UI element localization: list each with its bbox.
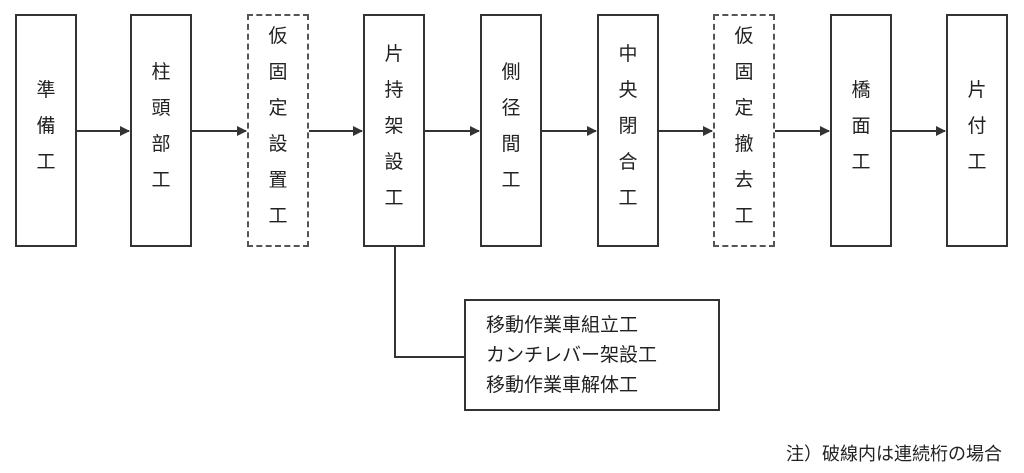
step-cleanup: 片付工片付工 [946, 14, 1008, 247]
step-label-char: 工 [967, 150, 987, 173]
step-label-char: 片 [384, 42, 404, 65]
step-label-char: 部 [151, 132, 171, 155]
step-cantilever-erection: 片持架設工片持架設工 [363, 14, 425, 247]
substep-cantilever-erection: カンチレバー架設工 [486, 344, 658, 366]
step-label-char: 工 [384, 186, 404, 209]
step-temporary-fix-install: 仮固定設置工仮固定設置工 [247, 14, 309, 247]
step-label-full: 橋面工 [832, 16, 833, 17]
step-label-char: 置 [268, 168, 288, 191]
step-label-char: 橋 [851, 78, 871, 101]
step-label-full: 準備工 [17, 16, 18, 17]
step-bridge-deck: 橋面工橋面工 [830, 14, 892, 247]
step-label-char: 設 [384, 150, 404, 173]
step-label-char: 頭 [151, 96, 171, 119]
footnote: 注）破線内は連続桁の場合 [786, 444, 1002, 465]
step-label-char: 固 [268, 60, 288, 83]
branch-connector-line [394, 247, 464, 358]
step-label-char: 央 [618, 78, 638, 101]
step-label-char: 中 [618, 42, 638, 65]
step-label-char: 間 [501, 132, 521, 155]
step-label-char: 仮 [734, 24, 754, 47]
step-label-char: 工 [268, 204, 288, 227]
step-label-char: 側 [501, 60, 521, 83]
step-label-char: 柱 [151, 60, 171, 83]
step-label-char: 片 [967, 78, 987, 101]
step-preparation: 準備工準備工 [15, 14, 77, 247]
step-label-char: 撤 [734, 132, 754, 155]
step-label-char: 工 [36, 150, 56, 173]
step-label-char: 仮 [268, 24, 288, 47]
step-label-char: 備 [36, 114, 56, 137]
step-label-char: 合 [618, 150, 638, 173]
step-label-char: 面 [851, 114, 871, 137]
step-label-char: 架 [384, 114, 404, 137]
substep-vehicle-dismantle: 移動作業車解体工 [486, 374, 639, 396]
step-label-char: 準 [36, 78, 56, 101]
substep-vehicle-assembly: 移動作業車組立工 [486, 314, 639, 336]
step-label-char: 定 [734, 96, 754, 119]
step-label-full: 片付工 [948, 16, 949, 17]
step-label-char: 工 [734, 204, 754, 227]
step-label-char: 閉 [618, 114, 638, 137]
step-pier-head: 柱頭部工柱頭部工 [130, 14, 192, 247]
step-label-char: 工 [501, 168, 521, 191]
step-label-char: 設 [268, 132, 288, 155]
step-label-char: 工 [851, 150, 871, 173]
step-central-closure: 中央閉合工中央閉合工 [597, 14, 659, 247]
step-temporary-fix-removal: 仮固定撤去工仮固定撤去工 [713, 14, 775, 247]
step-label-char: 工 [151, 168, 171, 191]
step-label-char: 持 [384, 78, 404, 101]
step-label-char: 固 [734, 60, 754, 83]
step-label-char: 定 [268, 96, 288, 119]
step-label-char: 付 [967, 114, 987, 137]
step-label-char: 径 [501, 96, 521, 119]
cantilever-substeps-box: 移動作業車組立工 カンチレバー架設工 移動作業車解体工 [464, 299, 720, 411]
step-label-char: 去 [734, 168, 754, 191]
step-label-char: 工 [618, 186, 638, 209]
step-side-span: 側径間工側径間工 [480, 14, 542, 247]
